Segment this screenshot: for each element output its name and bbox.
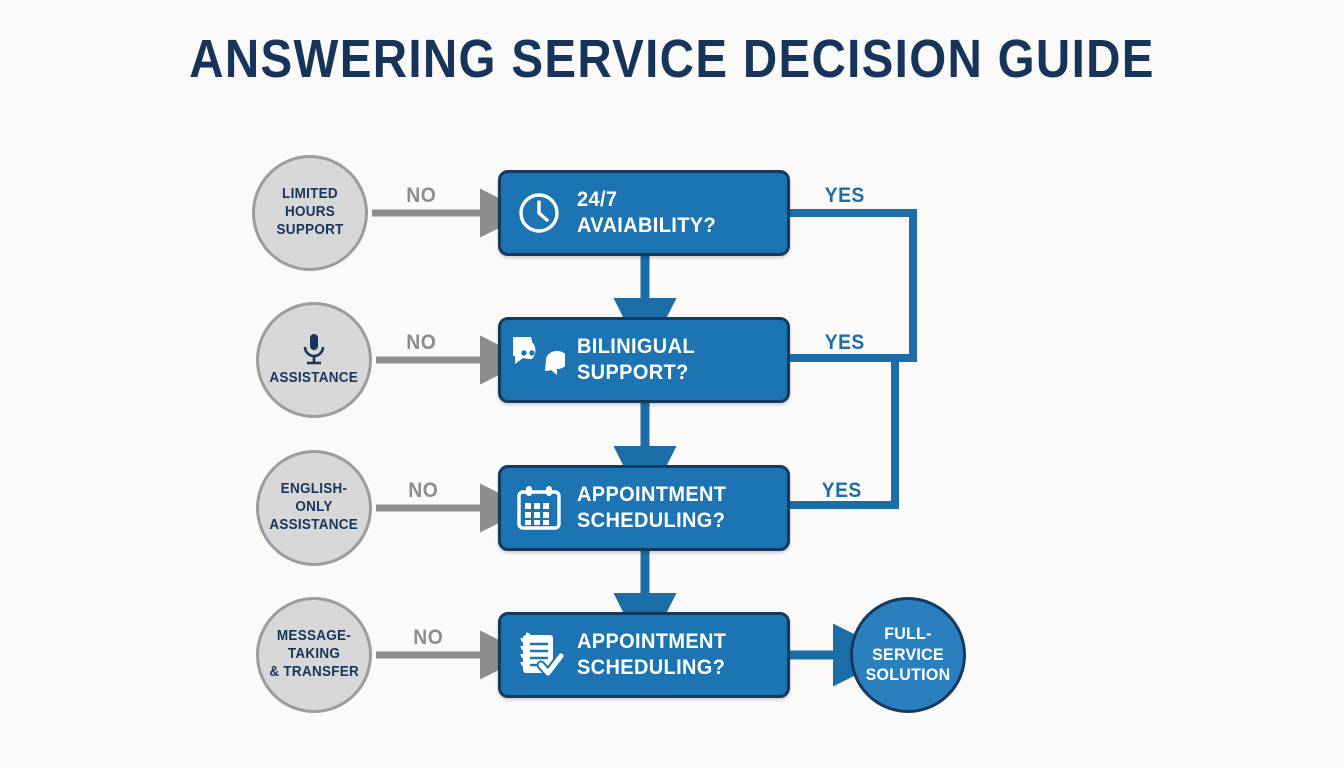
microphone-icon [301, 333, 327, 367]
calendar-icon [501, 484, 577, 532]
decision-text-line-2: SCHEDULING? [577, 656, 726, 679]
decision-box-appointment-scheduling-2[interactable]: APPOINTMENT SCHEDULING? [498, 612, 790, 698]
source-circle-limited-hours-support[interactable]: LIMITED HOURS SUPPORT [252, 155, 368, 271]
source-label-line-1: LIMITED HOURS [282, 186, 338, 221]
decision-text-line-1: BILINIGUAL [577, 335, 695, 359]
source-label-line-1: ENGLISH-ONLY [280, 481, 348, 516]
source-circle-assistance[interactable]: ASSISTANCE [256, 302, 372, 418]
outcome-label-line-2: SOLUTION [865, 665, 951, 685]
edge-label-no-3: NO [408, 479, 439, 502]
edge-label-no-2: NO [406, 331, 437, 354]
decision-text-line-1: 24/7 [577, 188, 618, 212]
speech-bubbles-icon [501, 337, 577, 383]
decision-text-line-1: APPOINTMENT [577, 630, 727, 654]
source-label-line-1: MESSAGE-TAKING [276, 628, 352, 663]
decision-text: APPOINTMENT SCHEDULING? [577, 482, 726, 533]
edge-label-no-1: NO [406, 184, 437, 207]
edge-label-no-4: NO [413, 626, 444, 649]
decision-text-line-2: AVAIABILITY? [577, 214, 717, 237]
decision-text: BILINIGUAL SUPPORT? [577, 334, 695, 385]
decision-text-line-2: SCHEDULING? [577, 509, 726, 532]
decision-text: 24/7 AVAIABILITY? [577, 187, 716, 238]
source-circle-english-only-assistance[interactable]: ENGLISH-ONLY ASSISTANCE [256, 450, 372, 566]
decision-text-line-1: APPOINTMENT [577, 483, 727, 507]
outcome-circle-full-service-solution[interactable]: FULL-SERVICE SOLUTION [850, 597, 966, 713]
decision-text: APPOINTMENT SCHEDULING? [577, 629, 726, 680]
source-label-line-2: ASSISTANCE [269, 516, 359, 533]
decision-box-bilingual-support[interactable]: BILINIGUAL SUPPORT? [498, 317, 790, 403]
notepad-check-icon [501, 629, 577, 681]
source-label-line-2: & TRANSFER [269, 663, 359, 680]
outcome-label-line-1: FULL-SERVICE [872, 624, 944, 664]
source-label-line-2: SUPPORT [276, 221, 344, 238]
clock-icon [501, 190, 577, 236]
edge-label-yes-1: YES [824, 184, 865, 207]
no-arrow-group [372, 188, 529, 680]
source-circle-message-taking-transfer[interactable]: MESSAGE-TAKING & TRANSFER [256, 597, 372, 713]
decision-box-appointment-scheduling-1[interactable]: APPOINTMENT SCHEDULING? [498, 465, 790, 551]
page-title: ANSWERING SERVICE DECISION GUIDE [189, 29, 1155, 89]
edge-label-yes-3: YES [821, 479, 862, 502]
decision-box-availability[interactable]: 24/7 AVAIABILITY? [498, 170, 790, 256]
source-label-line-1: ASSISTANCE [269, 369, 359, 386]
edge-label-yes-2: YES [824, 331, 865, 354]
decision-text-line-2: SUPPORT? [577, 361, 689, 384]
outcome-label: FULL-SERVICE SOLUTION [853, 624, 963, 685]
yes-line-group [790, 209, 917, 509]
